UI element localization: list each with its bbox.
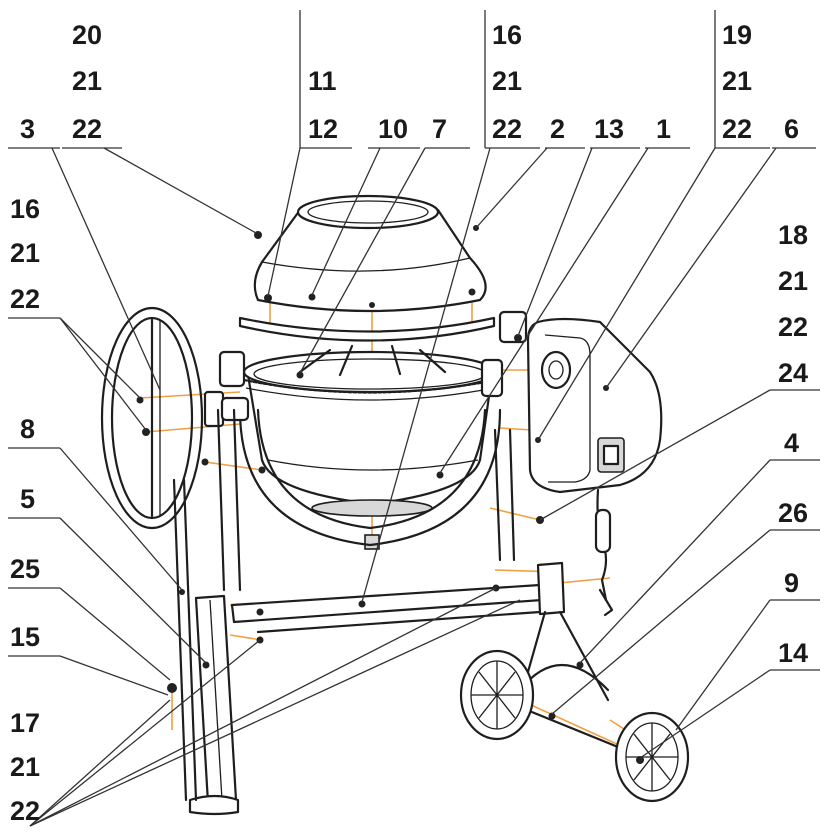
callout-15: 15 [10, 622, 40, 652]
callout-10: 10 [378, 114, 408, 144]
callout-16b-line1: 16 [492, 20, 522, 50]
callout-18-line2: 21 [778, 266, 808, 296]
callout-4: 4 [784, 428, 799, 458]
callout-18-line4: 24 [778, 358, 808, 388]
callout-labels: 3 16 21 22 8 5 25 15 17 21 22 20 21 22 1… [10, 20, 808, 826]
mixer-drawing [100, 194, 690, 816]
callout-17-line1: 17 [10, 708, 40, 738]
callout-16b-line2: 21 [492, 66, 522, 96]
callout-20-line1: 20 [72, 20, 102, 50]
motor-housing [526, 317, 663, 617]
callout-1: 1 [656, 114, 671, 144]
callout-13: 13 [594, 114, 624, 144]
callout-14: 14 [778, 638, 808, 668]
callout-16a-line1: 16 [10, 194, 40, 224]
callout-25: 25 [10, 554, 40, 584]
drum-cone [238, 194, 496, 342]
callout-11-line2: 12 [308, 114, 338, 144]
drum-body [242, 344, 498, 550]
callout-20-line2: 21 [72, 66, 102, 96]
callout-17-line2: 21 [10, 752, 40, 782]
callout-9: 9 [784, 568, 799, 598]
callout-19-line3: 22 [722, 114, 752, 144]
callout-2: 2 [550, 114, 565, 144]
callout-19-line2: 21 [722, 66, 752, 96]
callout-16a-line2: 21 [10, 238, 40, 268]
callout-16b-line3: 22 [492, 114, 522, 144]
callout-7: 7 [432, 114, 447, 144]
drum-yoke [218, 310, 528, 547]
callout-8: 8 [20, 414, 35, 444]
callout-6: 6 [784, 114, 799, 144]
callout-17-line3: 22 [10, 796, 40, 826]
callout-3: 3 [20, 114, 35, 144]
wheels [459, 649, 690, 803]
fasteners [136, 225, 644, 764]
callout-26: 26 [778, 498, 808, 528]
callout-5: 5 [20, 484, 35, 514]
callout-19-line1: 19 [722, 20, 752, 50]
callout-18-line3: 22 [778, 312, 808, 342]
callout-20-line3: 22 [72, 114, 102, 144]
hand-wheel [100, 306, 250, 530]
callout-16a-line3: 22 [10, 284, 40, 314]
callout-18-line1: 18 [778, 220, 808, 250]
callout-11-line1: 11 [308, 66, 337, 96]
leader-lines [8, 10, 820, 827]
